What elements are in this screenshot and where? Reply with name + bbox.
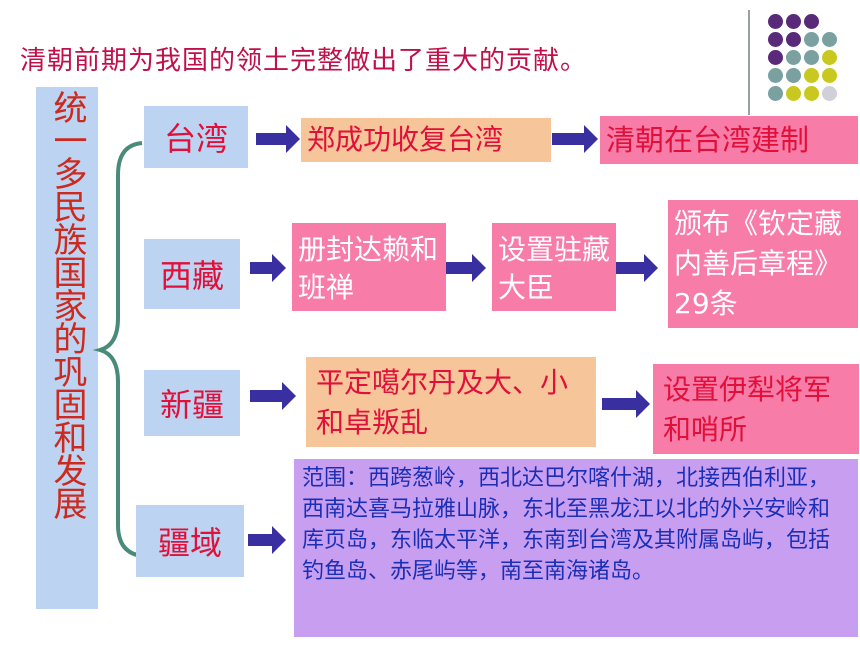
xizang-step-3: 颁布《钦定藏内善后章程》29条: [668, 200, 858, 328]
xinjiang-step-2: 设置伊犁将军和哨所: [653, 364, 859, 454]
arrow-xinjiang-1: [250, 382, 296, 410]
taiwan-step-1: 郑成功收复台湾: [301, 118, 551, 162]
region-xizang: 西藏: [144, 239, 240, 309]
taiwan-step-2: 清朝在台湾建制: [600, 116, 858, 164]
arrow-territory: [248, 526, 286, 554]
page-title: 清朝前期为我国的领土完整做出了重大的贡献。: [20, 46, 588, 76]
decor-dot-grid: [760, 8, 855, 108]
territory-description: 范围：西跨葱岭，西北达巴尔喀什湖，北接西伯利亚，西南达喜马拉雅山脉，东北至黑龙江…: [294, 459, 858, 637]
xizang-step-1: 册封达赖和班禅: [292, 223, 446, 311]
region-xizang-label: 西藏: [159, 257, 224, 295]
decor-divider: [748, 10, 750, 115]
vertical-label: 统一多民族国家的巩固和发展: [47, 90, 87, 519]
region-jiangyu-label: 疆域: [157, 524, 222, 562]
arrow-xinjiang-2: [602, 390, 650, 418]
arrow-xizang-1: [250, 254, 286, 282]
region-xinjiang: 新疆: [144, 370, 240, 436]
arrow-xizang-3: [616, 254, 658, 282]
arrow-taiwan-1: [256, 125, 300, 153]
brace-shape: [92, 141, 143, 558]
region-xinjiang-label: 新疆: [159, 386, 224, 424]
vertical-label-box: 统一多民族国家的巩固和发展: [36, 87, 98, 609]
region-jiangyu: 疆域: [136, 505, 244, 577]
region-taiwan-label: 台湾: [163, 120, 228, 158]
xinjiang-step-1: 平定噶尔丹及大、小和卓叛乱: [306, 357, 596, 447]
arrow-taiwan-2: [552, 125, 598, 153]
arrow-xizang-2: [446, 254, 486, 282]
xizang-step-2: 设置驻藏大臣: [492, 223, 616, 311]
region-taiwan: 台湾: [144, 106, 248, 168]
